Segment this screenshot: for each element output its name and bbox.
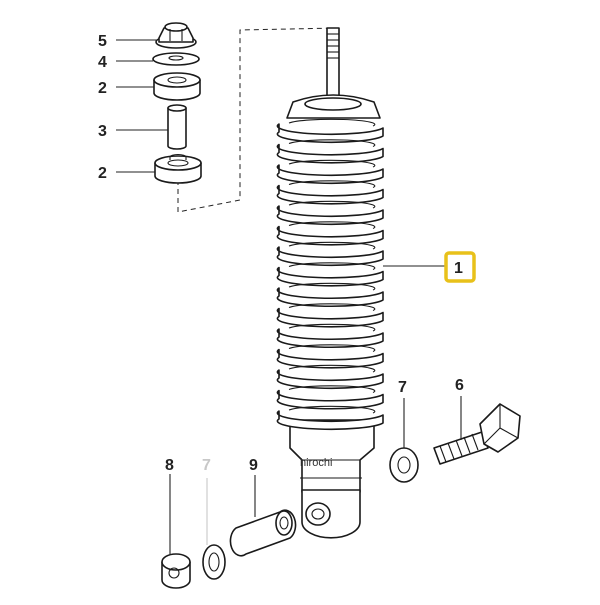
spring-coil-inner — [288, 405, 376, 414]
part-6-bolt[interactable] — [433, 403, 521, 465]
spring-coil — [276, 123, 384, 144]
spring-coil-inner — [288, 262, 376, 271]
spring-coil-inner — [288, 282, 376, 291]
spring-coil-inner — [288, 118, 376, 127]
label-part-8: 8 — [165, 457, 174, 474]
spring-coil-inner — [288, 323, 376, 332]
label-part-3: 3 — [98, 123, 107, 140]
spring-coil-inner — [288, 139, 376, 148]
part-9-bushing-sleeve[interactable] — [229, 509, 297, 557]
spring-coil — [276, 184, 384, 205]
part-3-sleeve[interactable] — [167, 104, 187, 150]
part-7-washer-lower[interactable] — [202, 544, 226, 580]
spring-coil — [276, 287, 384, 308]
spring-coil-inner — [288, 241, 376, 250]
part-2-lower-bushing[interactable] — [154, 153, 202, 184]
spring-coil-inner — [288, 385, 376, 394]
part-7-washer-upper[interactable] — [389, 447, 419, 483]
highlight-box-part-1 — [444, 251, 476, 283]
spring-coil-inner — [288, 159, 376, 168]
spring-coil — [276, 143, 384, 164]
label-part-6: 6 — [455, 377, 464, 394]
spring-coil — [276, 348, 384, 369]
part-5-nut[interactable] — [155, 22, 197, 49]
part-2-upper-bushing[interactable] — [153, 72, 201, 101]
spring-coil — [276, 266, 384, 287]
spring-coil — [276, 369, 384, 390]
label-part-7b: 7 — [398, 379, 407, 396]
label-part-7a: 7 — [202, 457, 211, 474]
spring-coil-inner — [288, 364, 376, 373]
spring-coil — [276, 205, 384, 226]
spring-coil — [276, 328, 384, 349]
coil-spring — [276, 118, 384, 431]
label-part-4: 4 — [98, 54, 107, 71]
watermark-text: hirochi — [300, 457, 332, 469]
spring-coil — [276, 410, 384, 431]
assembly-guide-line — [177, 27, 339, 213]
label-part-2a: 2 — [98, 80, 107, 97]
part-4-washer[interactable] — [152, 52, 200, 66]
label-part-2b: 2 — [98, 165, 107, 182]
part-1-shock-absorber[interactable] — [276, 27, 384, 539]
label-part-5: 5 — [98, 33, 107, 50]
spring-coil-inner — [288, 303, 376, 312]
spring-coil-inner — [288, 221, 376, 230]
spring-coil-inner — [288, 200, 376, 209]
spring-coil-inner — [288, 344, 376, 353]
label-part-1[interactable]: 1 — [454, 260, 463, 277]
spring-coil — [276, 164, 384, 185]
spring-coil — [276, 246, 384, 267]
spring-coil-inner — [288, 180, 376, 189]
part-8-nut[interactable] — [161, 553, 191, 589]
label-part-9: 9 — [249, 457, 258, 474]
spring-coil — [276, 225, 384, 246]
spring-coil — [276, 307, 384, 328]
spring-coil — [276, 389, 384, 410]
